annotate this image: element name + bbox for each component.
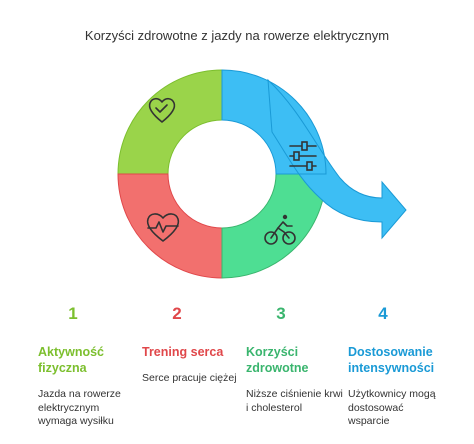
step-description-line: wymaga wysiłku (38, 415, 114, 427)
cyclist-icon (264, 214, 296, 245)
step-heart-training: 2 Trening serca Serce pracuje ciężej (142, 304, 246, 386)
step-description: Użytkownicy mogą dostosować wsparcie (348, 388, 452, 429)
segment-physical-activity (117, 69, 223, 175)
step-heading: Korzyści zdrowotne (246, 344, 350, 376)
step-description-line: Niższe ciśnienie krwi (246, 388, 343, 400)
step-intensity: 4 Dostosowanie intensywności Użytkownicy… (348, 304, 452, 429)
step-heading-line: fizyczna (38, 361, 87, 375)
segment-health-benefits (221, 173, 327, 279)
step-number: 3 (276, 304, 286, 323)
step-health-benefits: 3 Korzyści zdrowotne Niższe ciśnienie kr… (246, 304, 350, 415)
step-description: Niższe ciśnienie krwi i cholesterol (246, 388, 350, 415)
step-description-line: Użytkownicy mogą (348, 388, 436, 400)
step-heading: Trening serca (142, 344, 246, 360)
step-number: 4 (378, 304, 388, 323)
cycle-diagram (117, 69, 407, 279)
heartbeat-icon (146, 213, 180, 242)
step-heading-line: Dostosowanie (348, 345, 433, 359)
step-description-line: Serce pracuje ciężej (142, 372, 237, 384)
step-heading-line: zdrowotne (246, 361, 309, 375)
step-description-line: wsparcie (348, 415, 390, 427)
step-description: Jazda na rowerze elektrycznym wymaga wys… (38, 388, 142, 429)
step-number: 2 (172, 304, 182, 323)
step-description-line: i cholesterol (246, 401, 303, 414)
segment-intensity-arrow (221, 69, 407, 240)
step-heading-line: Aktywność (38, 345, 104, 359)
step-number: 1 (68, 304, 78, 323)
step-heading: Aktywność fizyczna (38, 344, 142, 376)
sliders-icon (289, 141, 317, 171)
step-description: Serce pracuje ciężej (142, 372, 246, 386)
step-description-line: dostosować (348, 401, 404, 414)
step-heading-line: intensywności (348, 361, 435, 375)
step-heading: Dostosowanie intensywności (348, 344, 452, 376)
step-description-line: elektrycznym (38, 401, 100, 414)
step-heading-line: Trening serca (142, 345, 224, 359)
step-description-line: Jazda na rowerze (38, 388, 121, 400)
step-heading-line: Korzyści (246, 345, 299, 359)
heart-check-icon (148, 97, 176, 123)
diagram-title: Korzyści zdrowotne z jazdy na rowerze el… (84, 28, 390, 43)
step-physical-activity: 1 Aktywność fizyczna Jazda na rowerze el… (38, 304, 142, 429)
